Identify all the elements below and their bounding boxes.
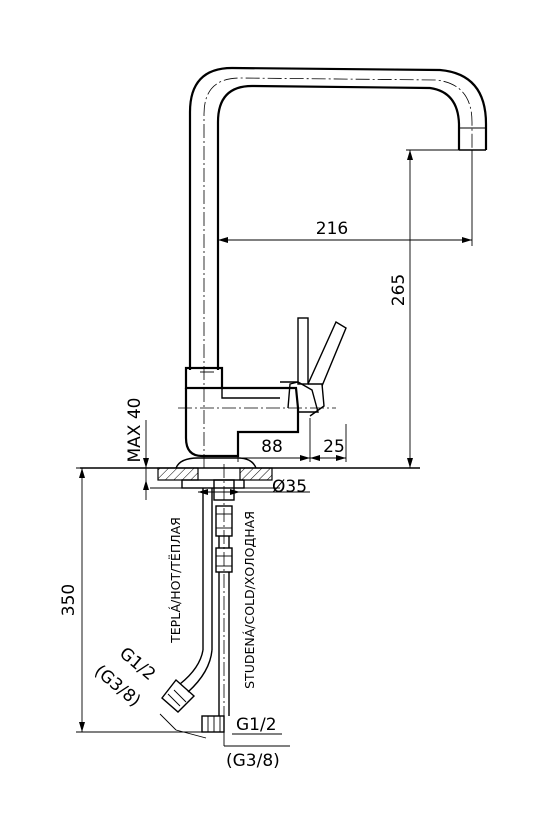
dim-max40 <box>143 420 149 500</box>
lever <box>297 317 347 387</box>
hose-cold <box>201 505 233 733</box>
thread-cold-callout <box>223 732 290 747</box>
dim-216-label: 216 <box>316 219 348 239</box>
dim-max40-label: MAX 40 <box>125 398 145 463</box>
dim-216 <box>217 150 473 248</box>
dim-265-label: 265 <box>389 274 409 306</box>
thread-hot-callout <box>159 713 207 739</box>
dim-350-label: 350 <box>59 584 79 616</box>
dim-d35 <box>198 489 310 495</box>
thread-cold-label: G1/2 <box>236 715 277 735</box>
thread-cold-alt-label: (G3/8) <box>226 751 280 771</box>
dim-265 <box>406 149 486 468</box>
dim-25-label: 25 <box>323 437 345 457</box>
dim-88-25 <box>237 418 347 462</box>
hose-hot <box>161 488 213 713</box>
hose-cold-label: STUDENÁ/COLD/ХОЛОДНАЯ <box>242 511 257 689</box>
dim-350 <box>76 467 202 733</box>
faucet-body <box>178 366 336 458</box>
hose-hot-label: TEPLÁ/HOT/ТЁПЛАЯ <box>168 517 183 644</box>
dim-88-label: 88 <box>261 437 283 457</box>
dim-d35-label: Ø35 <box>272 477 307 497</box>
